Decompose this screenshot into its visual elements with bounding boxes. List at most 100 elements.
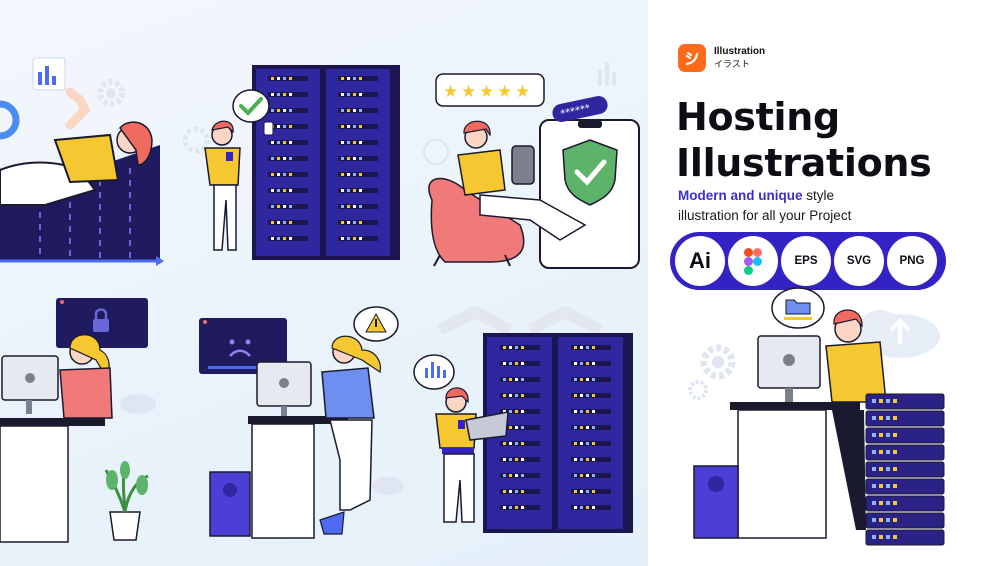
server-led	[347, 237, 350, 240]
server-led	[515, 474, 518, 477]
server-led	[347, 173, 350, 176]
server-slot	[338, 124, 378, 129]
server-led	[271, 141, 274, 144]
server-led	[592, 410, 595, 413]
server-led	[574, 410, 577, 413]
server-slot	[500, 489, 540, 494]
scene-server-laptop	[413, 333, 633, 533]
server-led	[521, 346, 524, 349]
svg-text:★: ★	[461, 82, 476, 102]
server-slot	[571, 489, 611, 494]
server-led	[592, 394, 595, 397]
server-led	[277, 109, 280, 112]
server-led	[574, 474, 577, 477]
server-led	[509, 362, 512, 365]
server-slot	[268, 236, 308, 241]
server-led	[879, 535, 883, 539]
subtitle-rest: style	[802, 188, 835, 203]
server-led	[277, 173, 280, 176]
server-led	[872, 467, 876, 471]
server-led	[521, 394, 524, 397]
server-led	[341, 125, 344, 128]
scene-secure-workstation	[0, 298, 156, 543]
server-slot	[500, 505, 540, 510]
server-led	[277, 141, 280, 144]
server-led	[271, 221, 274, 224]
server-slot	[571, 377, 611, 382]
server-led	[289, 189, 292, 192]
server-led	[503, 394, 506, 397]
format-png-badge: PNG	[887, 236, 937, 286]
server-led	[289, 109, 292, 112]
server-led	[271, 173, 274, 176]
server-led	[277, 125, 280, 128]
scene-error-workstation	[199, 305, 603, 539]
server-slot	[571, 457, 611, 462]
server-slot	[571, 345, 611, 350]
server-led	[341, 221, 344, 224]
server-led	[580, 346, 583, 349]
server-led	[289, 93, 292, 96]
server-led	[586, 474, 589, 477]
server-led	[886, 535, 890, 539]
server-led	[574, 346, 577, 349]
five-star-rating-icon: ★★★ ★★	[435, 73, 545, 107]
server-led	[509, 378, 512, 381]
server-led	[879, 433, 883, 437]
server-led	[503, 362, 506, 365]
server-led	[574, 442, 577, 445]
svg-text:★: ★	[479, 82, 494, 102]
server-led	[586, 506, 589, 509]
title-line2: Illustrations	[676, 141, 932, 185]
server-led	[283, 173, 286, 176]
server-led	[580, 506, 583, 509]
server-led	[879, 501, 883, 505]
server-led	[347, 157, 350, 160]
server-unit	[865, 427, 945, 444]
server-led	[580, 458, 583, 461]
server-led	[283, 205, 286, 208]
server-led	[586, 410, 589, 413]
server-slot	[571, 361, 611, 366]
server-unit	[865, 393, 945, 410]
format-eps-badge: EPS	[781, 236, 831, 286]
server-slot	[500, 457, 540, 462]
subtitle-line2: illustration for all your Project	[678, 208, 852, 223]
server-led	[893, 484, 897, 488]
server-unit	[865, 495, 945, 512]
server-led	[359, 237, 362, 240]
server-led	[886, 518, 890, 522]
server-led	[521, 362, 524, 365]
hero-illustration	[688, 287, 945, 546]
server-led	[574, 426, 577, 429]
server-led	[283, 157, 286, 160]
server-led	[872, 450, 876, 454]
server-led	[347, 125, 350, 128]
server-slot	[268, 188, 308, 193]
server-led	[359, 125, 362, 128]
server-slot	[500, 409, 540, 414]
server-led	[879, 467, 883, 471]
server-led	[592, 362, 595, 365]
server-led	[886, 399, 890, 403]
server-led	[879, 450, 883, 454]
brand-logo-icon	[678, 44, 706, 72]
gear-icon	[97, 79, 125, 107]
server-led	[580, 426, 583, 429]
server-led	[509, 458, 512, 461]
brand-name-jp: イラスト	[714, 59, 750, 69]
server-led	[521, 506, 524, 509]
server-led	[509, 474, 512, 477]
server-led	[515, 490, 518, 493]
server-led	[509, 394, 512, 397]
server-led	[574, 362, 577, 365]
server-led	[580, 410, 583, 413]
lock-screen-icon	[56, 298, 148, 348]
server-slot	[500, 473, 540, 478]
server-led	[341, 173, 344, 176]
server-led	[289, 141, 292, 144]
format-badges: Ai EPS SVG PNG	[670, 232, 946, 290]
server-slot	[338, 220, 378, 225]
server-led	[872, 433, 876, 437]
server-led	[574, 490, 577, 493]
